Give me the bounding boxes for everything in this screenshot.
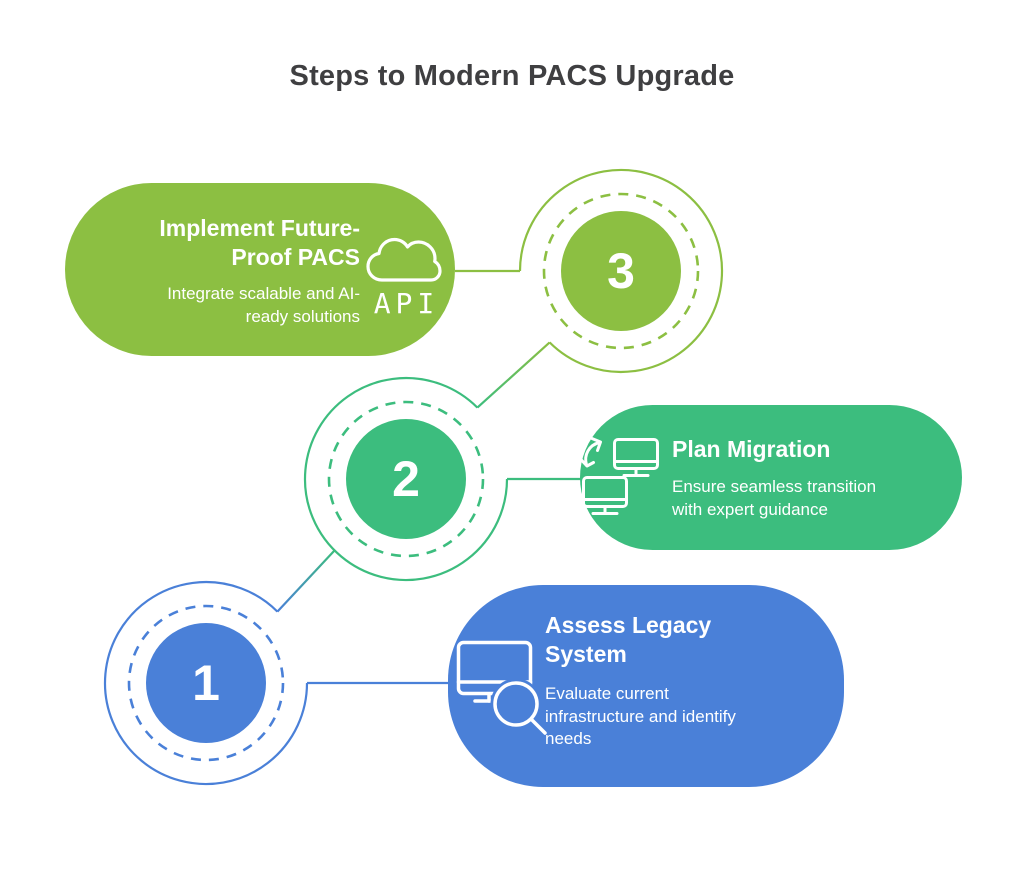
step2-description: Ensure seamless transition with expert g… xyxy=(672,477,877,519)
step3-number-circle xyxy=(561,211,681,331)
sync-arrowhead-top xyxy=(590,437,602,452)
sync-arrow-curve xyxy=(584,441,601,467)
step1-step2-connector-line xyxy=(276,549,336,613)
step2-step3-connector-line xyxy=(476,341,551,409)
sync-arrowhead-bottom xyxy=(579,458,595,468)
step3-dashed-ring xyxy=(542,192,700,350)
step-number-badge-2: 2 xyxy=(392,451,420,507)
step3-outer-ring xyxy=(518,168,724,374)
monitor-magnifier-icon xyxy=(456,640,551,740)
step1-number-circle xyxy=(146,623,266,743)
step1-dashed-ring xyxy=(127,604,285,762)
step-number-badge-1: 1 xyxy=(192,655,220,711)
api-label: API xyxy=(373,287,440,320)
step3-title: Implement Future-Proof PACS xyxy=(159,215,360,270)
step1-outer-ring xyxy=(103,580,309,786)
step2-dashed-ring xyxy=(327,400,485,558)
cloud-outline xyxy=(366,237,442,282)
monitors-sync-icon xyxy=(579,436,662,525)
monitor-top xyxy=(613,438,659,477)
page-title: Steps to Modern PACS Upgrade xyxy=(289,60,735,92)
step3-description: Integrate scalable and AI-ready solution… xyxy=(167,284,360,326)
step-card-assess-legacy-system: Assess Legacy System Evaluate current in… xyxy=(448,585,844,787)
step1-title: Assess Legacy System xyxy=(545,612,712,667)
step-card-plan-migration: Plan Migration Ensure seamless transitio… xyxy=(579,405,962,550)
step1-description: Evaluate current infrastructure and iden… xyxy=(545,684,736,748)
step-card-implement-future-proof-pacs: Implement Future-Proof PACS Integrate sc… xyxy=(65,183,455,356)
cloud-api-icon: API xyxy=(366,233,442,319)
magnifier-glass xyxy=(490,678,550,738)
monitor-bottom xyxy=(582,476,628,515)
step2-number-circle xyxy=(346,419,466,539)
step2-title: Plan Migration xyxy=(672,436,831,462)
step-number-badge-3: 3 xyxy=(607,243,635,299)
step2-outer-ring xyxy=(303,376,509,582)
